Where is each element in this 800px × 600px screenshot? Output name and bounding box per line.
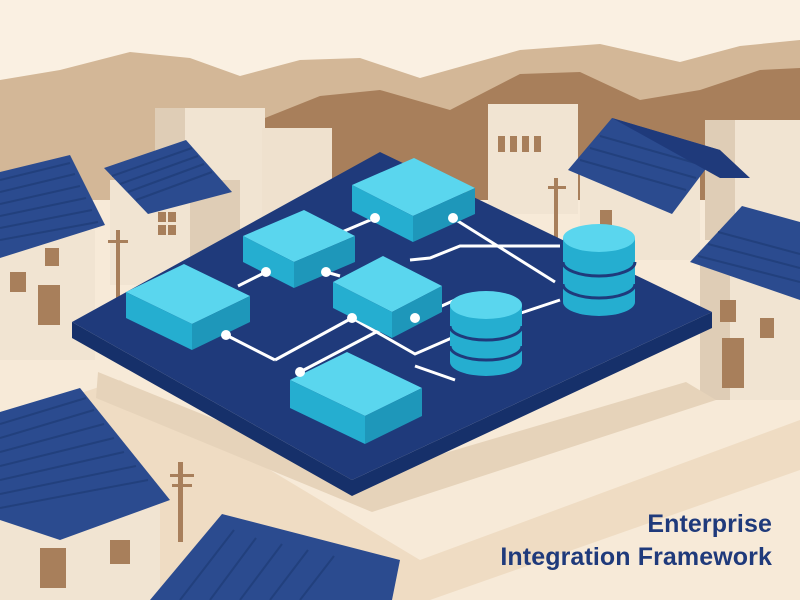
platform-shadow xyxy=(96,372,716,512)
caption-line-1: Enterprise xyxy=(647,510,772,538)
house-lower-left xyxy=(0,388,170,600)
utility-pole-icon xyxy=(548,178,566,238)
database-icon xyxy=(561,224,637,316)
house-bottom-center xyxy=(150,514,400,600)
connection-node-icon xyxy=(321,267,331,277)
server-module-icon xyxy=(126,264,250,350)
database-icon xyxy=(448,291,524,376)
utility-pole-icon xyxy=(170,462,194,542)
building-top-right-block xyxy=(488,104,578,214)
connection-node-icon xyxy=(261,267,271,277)
connection-node-icon xyxy=(221,330,231,340)
caption-line-2: Integration Framework xyxy=(500,543,772,571)
utility-pole-icon xyxy=(108,230,128,310)
connection-node-icon xyxy=(370,213,380,223)
server-module-icon xyxy=(333,256,442,338)
server-module-icon xyxy=(243,210,355,288)
server-module-icon xyxy=(352,158,475,242)
caption: Enterprise Integration Framework xyxy=(500,508,772,574)
connection-nodes xyxy=(221,213,458,377)
connection-node-icon xyxy=(347,313,357,323)
connection-node-icon xyxy=(295,367,305,377)
platform-side xyxy=(72,312,712,496)
connection-node-icon xyxy=(410,313,420,323)
server-module-icon xyxy=(290,352,422,444)
connection-node-icon xyxy=(448,213,458,223)
